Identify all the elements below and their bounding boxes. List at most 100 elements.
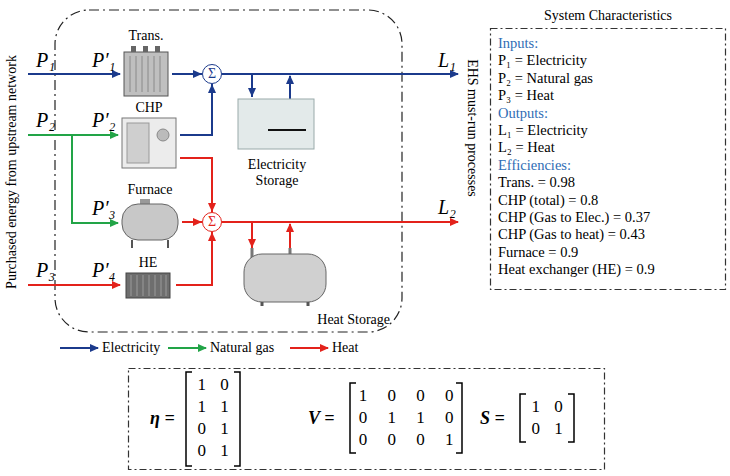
port-label: P₁: [36, 49, 55, 71]
legend-sample: [60, 347, 98, 349]
storage-node: Electricity Storage: [236, 97, 318, 189]
matrix-bracket: [520, 394, 526, 442]
exchanger-icon: [126, 273, 170, 298]
wire: [222, 73, 458, 75]
box-outline: [491, 29, 726, 290]
matrix-bracket: [456, 383, 462, 453]
arrow-head: [208, 84, 216, 93]
furnace-icon: [122, 204, 178, 240]
connector: [176, 232, 216, 285]
tank-icon: [262, 302, 308, 306]
furnace-node: Furnace: [118, 182, 182, 250]
transformer-node: Trans.: [120, 28, 172, 98]
transformer-icon: [124, 52, 168, 96]
battery-icon: [268, 129, 306, 131]
connector: [180, 158, 216, 212]
chp-icon: [122, 118, 176, 168]
exchanger-icon: [131, 275, 166, 296]
arrow-head: [248, 88, 256, 97]
battery-icon: [238, 99, 314, 149]
port-label: P′₃: [92, 197, 116, 219]
wire: [72, 135, 118, 223]
transformer-icon: [124, 46, 168, 96]
section-heading: Efficiencies:: [498, 157, 720, 174]
spec-line: L₂ = Heat: [498, 139, 720, 156]
matrix-row: 0 1: [524, 418, 570, 440]
matrix-row: 1 0: [524, 396, 570, 418]
connector-line: [222, 74, 252, 97]
connector-line: [180, 158, 212, 212]
section-heading: Outputs:: [498, 105, 720, 122]
connector: [172, 70, 202, 78]
exchanger-icon: [126, 273, 170, 298]
node-label: Electricity Storage: [236, 157, 318, 189]
transformer-icon: [143, 46, 148, 52]
spec-line: P₁ = Electricity: [498, 52, 720, 69]
matrix-box: η =1 01 10 10 1V =1 0 0 00 1 1 00 0 0 1S…: [128, 368, 605, 470]
legend-label: Natural gas: [210, 340, 274, 356]
matrix-row: 0 1 1 0: [356, 407, 456, 429]
legend-label: Electricity: [102, 340, 160, 356]
spec-line: Heat exchanger (HE) = 0.9: [498, 261, 720, 278]
tank-icon: [244, 254, 326, 302]
matrix-row: 1 0 0 0: [356, 385, 456, 407]
port-label: L₁: [438, 49, 456, 71]
legend-sample: [168, 347, 206, 349]
node-label: Heat Storage: [317, 312, 390, 328]
matrix-row: 0 0 0 1: [356, 429, 456, 451]
wire: [222, 221, 458, 223]
arrow-head: [248, 239, 256, 248]
connector: [180, 84, 216, 135]
port-label: P′₂: [92, 109, 116, 131]
matrix-row: 0 1: [190, 440, 236, 462]
sum-node: Σ: [202, 64, 222, 84]
furnace-icon: [122, 199, 178, 248]
port-label: P′₄: [92, 259, 116, 281]
port-label: P′₁: [92, 49, 116, 71]
furnace-icon: [132, 240, 168, 248]
transformer-icon: [130, 56, 160, 92]
spec-line: Furnace = 0.9: [498, 244, 720, 261]
matrix-bracket: [568, 394, 574, 442]
arrow-head: [193, 70, 202, 78]
chp-icon: [157, 129, 169, 141]
box-heading: System Characteristics: [490, 7, 726, 24]
connector-line: [176, 232, 212, 285]
wire: [289, 76, 291, 99]
storage-node: Heat Storage: [240, 248, 392, 330]
box-outline: [129, 369, 605, 470]
wire: [28, 73, 120, 75]
text-column: Inputs:P₁ = ElectricityP₂ = Natural gasP…: [498, 35, 720, 279]
transformer-icon: [131, 46, 136, 52]
legend-label: Heat: [332, 340, 358, 356]
port-label: L₂: [438, 196, 456, 218]
node-label: Furnace: [127, 182, 172, 198]
spec-line: CHP (Gas to heat) = 0.43: [498, 226, 720, 243]
connector: [222, 74, 256, 97]
node-label: HE: [139, 255, 158, 271]
legend-sample: [60, 347, 328, 349]
matrix-name: S =: [480, 406, 505, 430]
node-label: Trans.: [129, 28, 164, 44]
matrix-bracket: [234, 372, 240, 466]
matrix-name: η =: [150, 406, 175, 430]
wire: [289, 224, 291, 250]
matrix-bracket: [186, 372, 192, 466]
info-box: Inputs:P₁ = ElectricityP₂ = Natural gasP…: [490, 28, 726, 290]
matrix-bracket: [186, 372, 574, 466]
connector-line: [180, 84, 212, 135]
hub-boundary: [55, 10, 402, 332]
spec-line: CHP (Gas to Elec.) = 0.37: [498, 209, 720, 226]
arrow-head: [208, 203, 216, 212]
chp-icon: [127, 123, 149, 163]
chp-icon: [122, 118, 176, 168]
connector-line: [222, 222, 252, 248]
spec-line: P₃ = Heat: [498, 87, 720, 104]
arrow-head: [208, 232, 216, 241]
port-label: P₂: [36, 109, 55, 131]
exchanger-node: HE: [120, 255, 176, 300]
legend-sample: [290, 347, 328, 349]
tank-icon: [244, 248, 326, 306]
matrix-bracket: [350, 383, 356, 453]
